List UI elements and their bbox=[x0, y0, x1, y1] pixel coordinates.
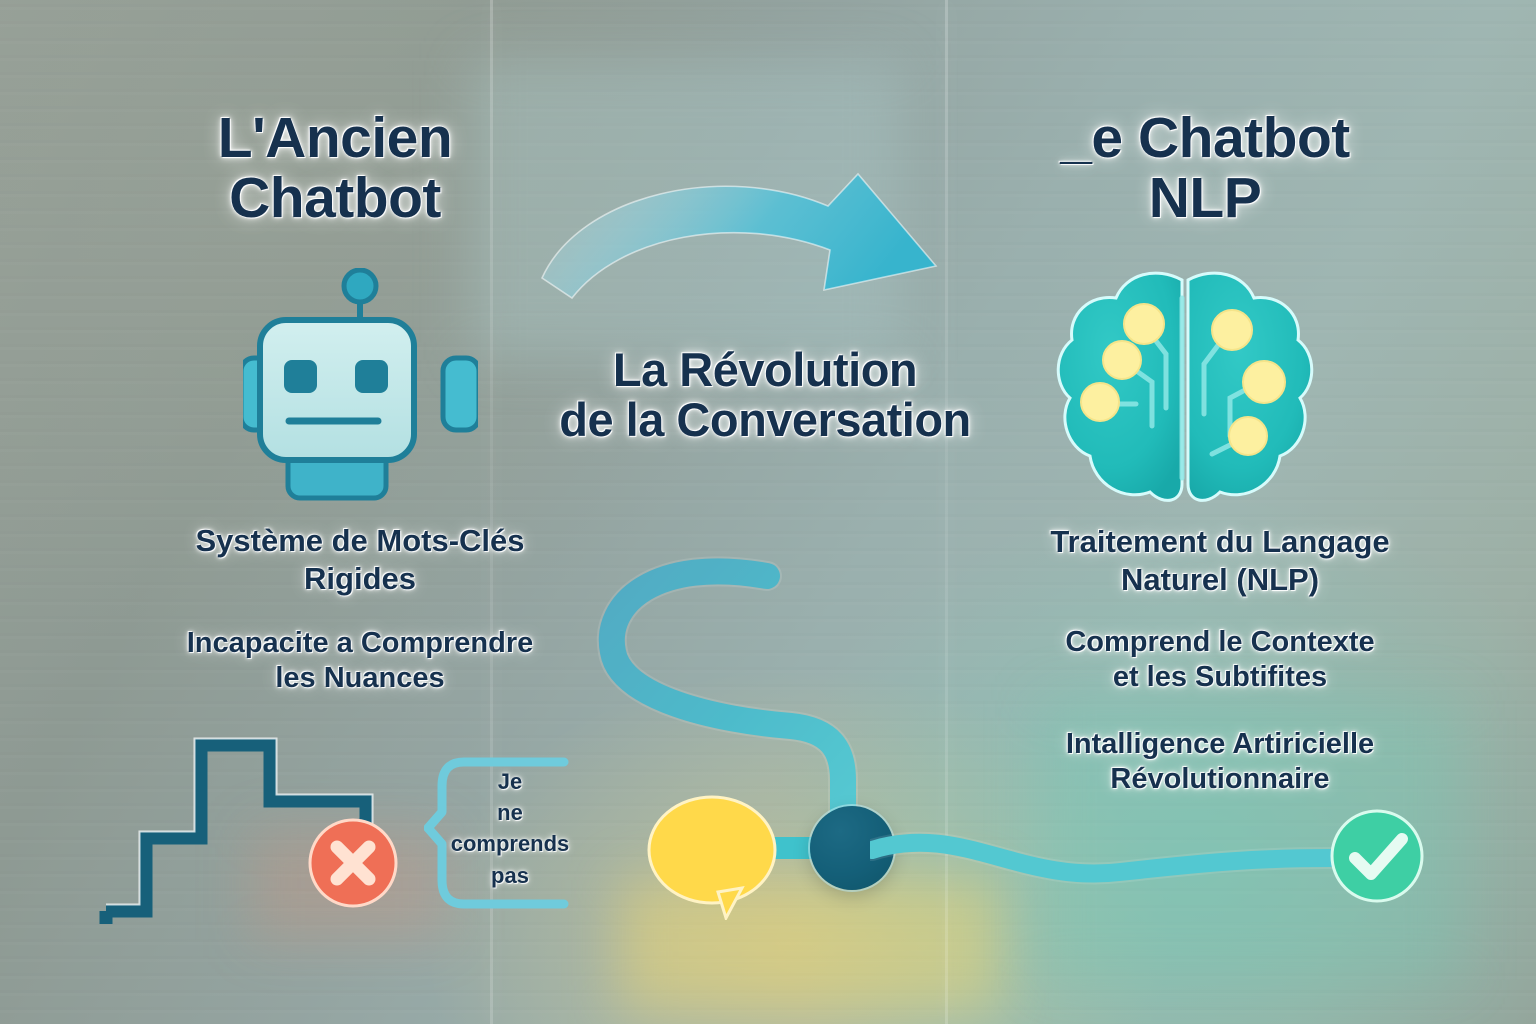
robot-icon bbox=[243, 268, 478, 501]
right-panel-title: _e Chatbot NLP bbox=[1060, 106, 1350, 231]
speech-bubble-outline-icon bbox=[424, 757, 569, 909]
left-bullet-2: Incapacite a Comprendre les Nuances bbox=[186, 627, 534, 695]
success-check-icon bbox=[1330, 809, 1424, 903]
right-connector-path-icon bbox=[870, 831, 1341, 885]
left-panel-title: L'Ancien Chatbot bbox=[217, 106, 453, 231]
right-bullet-2: Comprend le Contexte et les Subtifites bbox=[1065, 626, 1375, 694]
brain-network-icon bbox=[1056, 271, 1314, 502]
right-bullet-1: Traitement du Langage Naturel (NLP) bbox=[1050, 524, 1390, 597]
left-bullet-1: Système de Mots-Clés Rigides bbox=[195, 523, 525, 596]
right-bullet-3: Intalligence Artiricielle Révolutionnair… bbox=[1065, 728, 1375, 796]
speech-bubble-text: Je ne comprends pas bbox=[450, 769, 570, 888]
center-panel-title: La Révolution de la Conversation bbox=[559, 343, 971, 446]
chat-bubble-icon bbox=[647, 795, 777, 920]
curved-arrow-right-icon bbox=[540, 172, 938, 300]
rigid-step-path-icon bbox=[99, 737, 374, 924]
error-x-icon bbox=[308, 818, 398, 908]
